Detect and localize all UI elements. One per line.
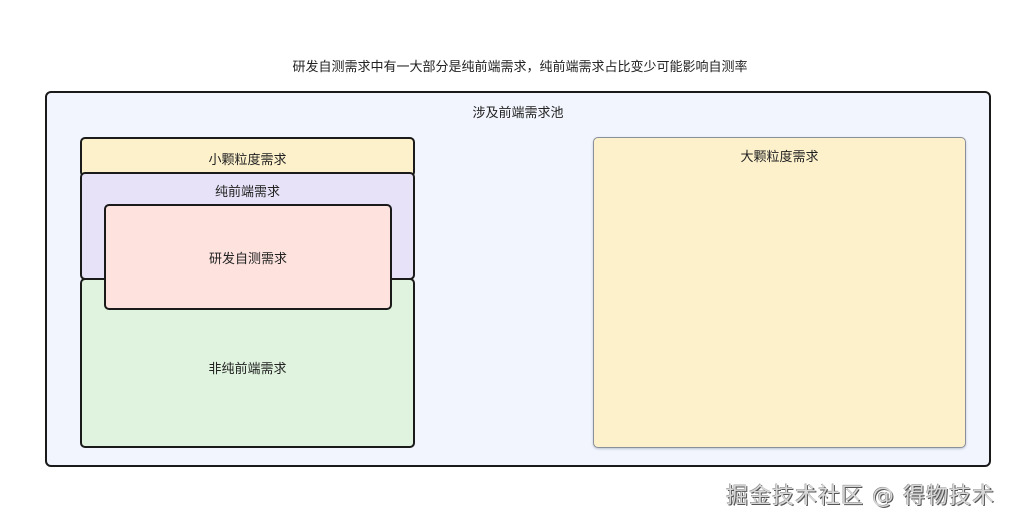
small-granularity-label: 小颗粒度需求 [208, 153, 287, 168]
large-granularity-box: 大颗粒度需求 [593, 137, 966, 448]
non-pure-frontend-label: 非纯前端需求 [208, 362, 287, 377]
small-granularity-box: 小颗粒度需求 [80, 137, 415, 177]
watermark: 掘金技术社区 @ 得物技术 [726, 484, 995, 509]
frontend-demand-pool: 涉及前端需求池 小颗粒度需求 非纯前端需求 纯前端需求 研发自测需求 大颗粒度需… [45, 91, 991, 467]
dev-self-test-box: 研发自测需求 [104, 204, 392, 310]
dev-self-test-label: 研发自测需求 [208, 252, 287, 267]
pure-frontend-label: 纯前端需求 [214, 185, 280, 200]
large-granularity-label: 大颗粒度需求 [740, 150, 819, 165]
diagram-title: 研发自测需求中有一大部分是纯前端需求，纯前端需求占比变少可能影响自测率 [292, 60, 748, 75]
pool-label: 涉及前端需求池 [472, 106, 564, 121]
